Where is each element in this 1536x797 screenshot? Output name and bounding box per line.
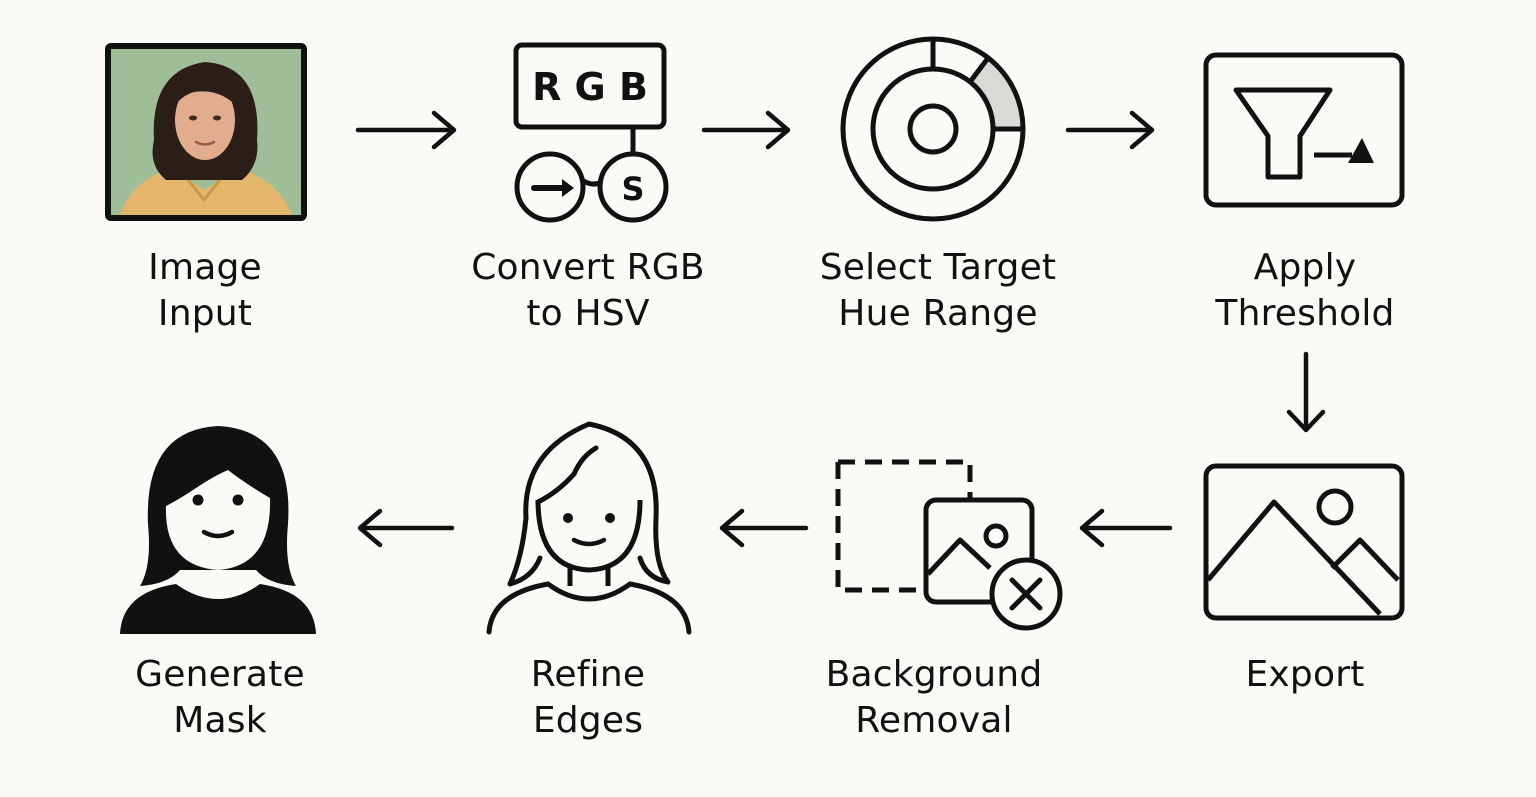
arrow-left <box>357 508 455 548</box>
funnel-icon <box>1203 52 1405 208</box>
step-label: Refine Edges <box>530 654 646 741</box>
step-label: Background Removal <box>825 654 1043 741</box>
s-text: S <box>621 170 644 208</box>
step-label: Select Target Hue Range <box>819 247 1057 334</box>
arrow-down <box>1286 351 1326 433</box>
arrow-right <box>701 110 791 150</box>
arrow-left <box>1079 508 1173 548</box>
step-label: Export <box>1245 654 1365 695</box>
arrow-right <box>1065 110 1155 150</box>
arrow-right <box>355 110 457 150</box>
step-label: Generate Mask <box>135 654 305 741</box>
step-label: Convert RGB to HSV <box>471 247 705 334</box>
outline-person-icon <box>486 421 692 635</box>
arrow-left <box>719 508 809 548</box>
hue-wheel-icon <box>840 36 1026 222</box>
step-label: Image Input <box>148 247 262 334</box>
landscape-image-icon <box>1203 463 1405 621</box>
silhouette-person-icon <box>120 426 316 634</box>
rgb-hsv-icon: R G B S <box>513 42 669 223</box>
image-remove-icon <box>835 459 1063 631</box>
portrait-photo-icon <box>105 43 307 221</box>
step-label: Apply Threshold <box>1215 247 1395 334</box>
rgb-text: R G B <box>532 65 648 109</box>
